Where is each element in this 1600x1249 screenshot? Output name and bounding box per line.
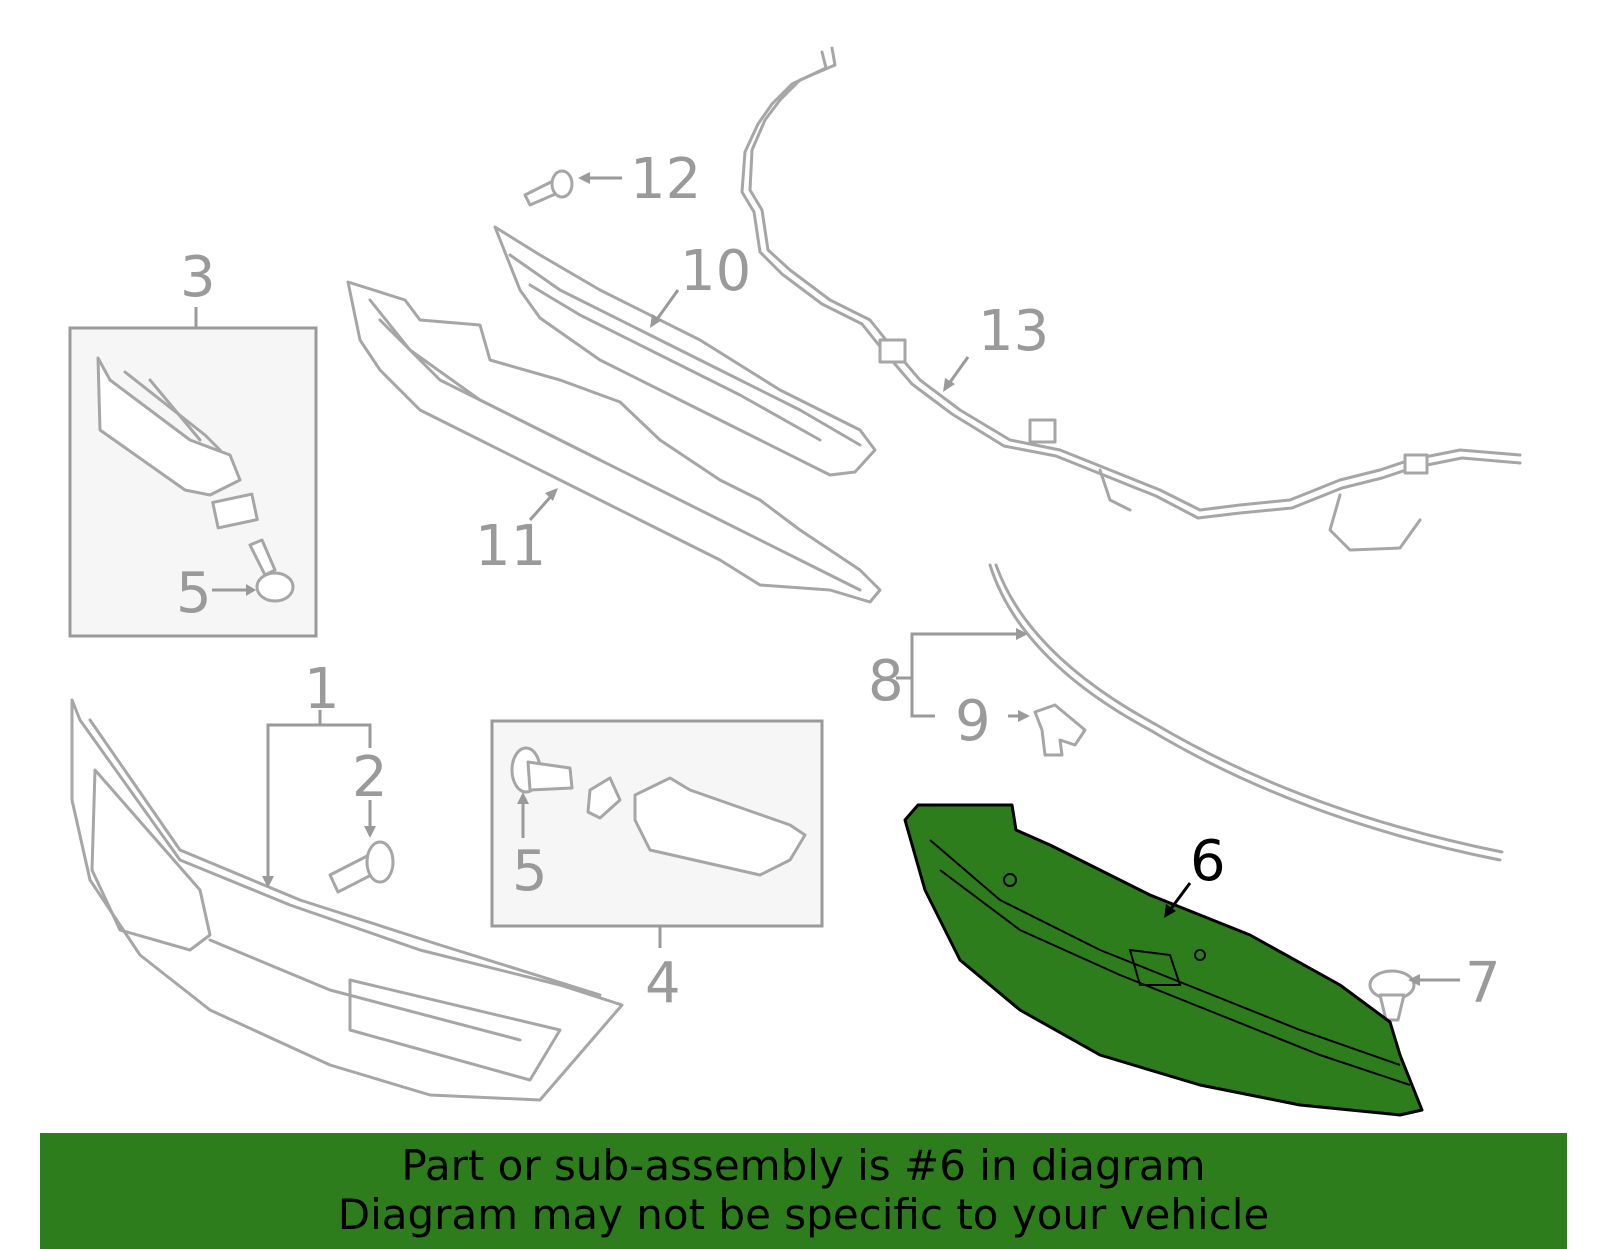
leader-10 — [650, 289, 680, 328]
callout-5a: 5 — [176, 561, 212, 626]
part-13-harness — [740, 46, 1522, 552]
leader-1 — [262, 710, 372, 888]
part-10-insert — [493, 225, 877, 477]
part-1-grille — [70, 698, 624, 1102]
part-12-bolt — [523, 169, 622, 207]
banner-line-2: Diagram may not be specific to your vehi… — [337, 1190, 1270, 1239]
inset-box-3 — [68, 307, 318, 638]
part-2-screw — [328, 800, 395, 894]
callout-1: 1 — [304, 657, 340, 722]
callout-13: 13 — [978, 299, 1049, 364]
callout-4: 4 — [645, 951, 681, 1016]
callout-3: 3 — [180, 245, 216, 310]
callout-10: 10 — [680, 239, 751, 304]
callout-6: 6 — [1190, 829, 1226, 894]
callout-7: 7 — [1465, 951, 1501, 1016]
part-9-clip — [1008, 703, 1087, 757]
callout-2: 2 — [352, 745, 388, 810]
part-11-deflector — [346, 280, 882, 604]
part-7-pin — [1368, 969, 1460, 1022]
leader-11 — [528, 488, 558, 521]
banner-line-1: Part or sub-assembly is #6 in diagram — [401, 1141, 1206, 1190]
callout-9: 9 — [955, 689, 991, 754]
part-8-strip — [896, 563, 1504, 862]
leader-13 — [943, 356, 970, 392]
part-6-shield — [903, 803, 1424, 1117]
callout-12: 12 — [630, 147, 701, 212]
callout-11: 11 — [475, 514, 546, 579]
leader-6 — [1164, 882, 1192, 918]
callout-5b: 5 — [512, 839, 548, 904]
info-banner: Part or sub-assembly is #6 in diagram Di… — [40, 1133, 1567, 1249]
inset-box-4 — [490, 719, 824, 948]
callout-8: 8 — [868, 649, 904, 714]
